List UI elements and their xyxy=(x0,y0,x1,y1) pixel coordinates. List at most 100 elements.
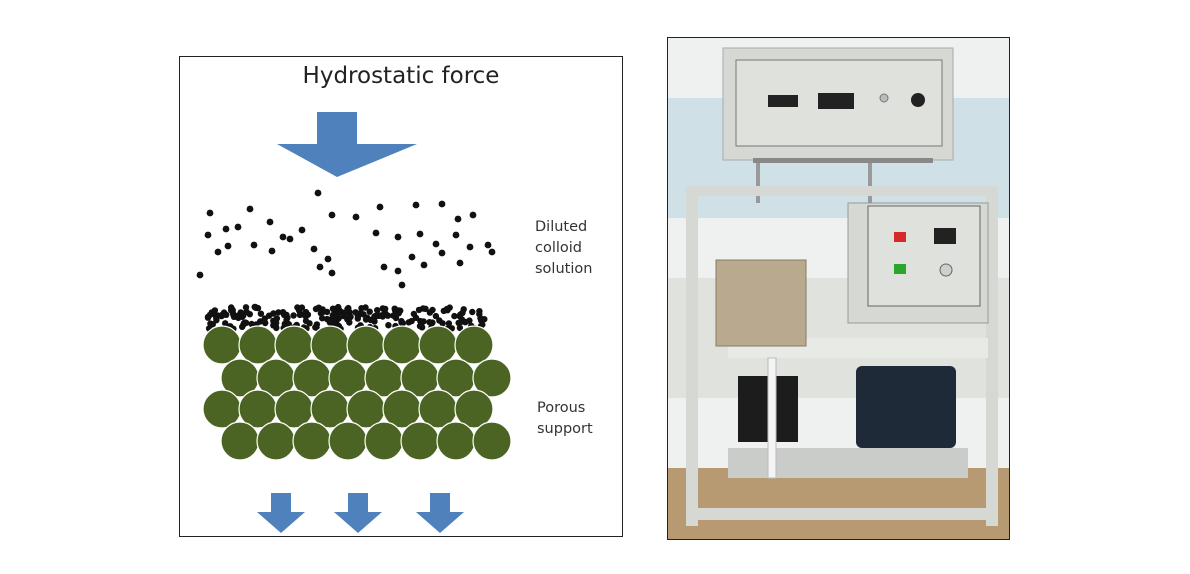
colloid-particle xyxy=(412,201,420,209)
cake-particle xyxy=(248,320,255,328)
support-grain xyxy=(220,421,260,461)
support-label-line-1: Porous xyxy=(537,400,586,416)
colloid-particle xyxy=(372,229,380,237)
cake-particle xyxy=(335,303,342,311)
support-grain xyxy=(202,325,242,365)
indicator-lamp-icon xyxy=(894,264,906,274)
apparatus-photo xyxy=(667,37,1010,540)
colloid-particle xyxy=(310,245,318,253)
porous-support xyxy=(202,325,512,461)
cake-particle xyxy=(479,321,486,328)
colloid-particle xyxy=(398,281,406,289)
colloid-particle xyxy=(376,203,384,211)
cake-particle xyxy=(283,311,290,318)
support-grain xyxy=(472,358,512,398)
cake-particle xyxy=(208,309,215,316)
colloid-particle xyxy=(314,189,322,197)
cake-particle xyxy=(398,319,405,326)
colloid-particle xyxy=(452,231,460,239)
colloid-label-line-3: solution xyxy=(535,261,593,277)
cake-particle xyxy=(222,320,229,327)
colloid-particle xyxy=(279,233,287,241)
cake-particle xyxy=(290,312,297,319)
cake-particle xyxy=(367,316,374,324)
control-knob-icon xyxy=(911,93,925,107)
colloid-particle xyxy=(456,259,464,267)
colloid-particle xyxy=(438,200,446,208)
support-grain xyxy=(454,389,494,429)
side-control-panel xyxy=(867,205,981,307)
cake-particle xyxy=(317,310,325,317)
cake-particle xyxy=(204,313,212,321)
cake-particle xyxy=(451,312,458,320)
diagram-canvas xyxy=(196,112,512,533)
cake-particle xyxy=(319,315,326,322)
colloid-particle xyxy=(438,249,446,257)
cake-particle xyxy=(209,321,216,328)
cake-particle xyxy=(358,305,365,312)
colloid-particle xyxy=(454,215,462,223)
colloid-particle xyxy=(268,247,276,255)
cake-particle xyxy=(273,324,280,332)
colloid-particle xyxy=(394,233,402,241)
cake-particle xyxy=(443,305,450,313)
cake-particle xyxy=(422,305,429,312)
cake-particle xyxy=(354,315,361,322)
cake-particle xyxy=(220,309,228,316)
cake-particle xyxy=(323,308,331,316)
apparatus-photo-canvas xyxy=(668,38,1009,539)
colloid-particle xyxy=(469,211,477,219)
cake-particle xyxy=(270,310,277,317)
digital-display-icon xyxy=(768,95,798,107)
base-plate xyxy=(728,448,968,478)
cake-particle xyxy=(469,308,476,316)
cake-particle xyxy=(426,309,434,316)
colloid-particle xyxy=(484,241,492,249)
colloid-particle xyxy=(266,218,274,226)
cake-particle xyxy=(299,311,306,318)
cake-particle xyxy=(366,308,373,315)
cake-particle xyxy=(228,307,235,314)
colloid-particle xyxy=(286,235,294,243)
digital-display-icon xyxy=(818,93,854,109)
permeate-arrow xyxy=(416,493,464,533)
hydrostatic-force-arrow xyxy=(277,112,417,177)
colloid-particle xyxy=(214,248,222,256)
cake-particle xyxy=(313,321,321,328)
colloid-particle xyxy=(432,240,440,248)
cake-particle xyxy=(242,304,250,311)
colloid-particle xyxy=(196,271,204,279)
support-grain xyxy=(328,421,368,461)
hose xyxy=(767,357,777,479)
cake-particle xyxy=(385,322,392,329)
colloid-label-line-1: Diluted xyxy=(535,219,588,235)
diagram-title: Hydrostatic force xyxy=(302,63,500,89)
pipe xyxy=(756,163,760,203)
support-grain xyxy=(418,325,458,365)
cake-particle xyxy=(275,309,282,316)
digital-display-icon xyxy=(934,228,956,244)
colloid-particle xyxy=(488,248,496,256)
cake-particle xyxy=(312,305,320,313)
schematic-diagram: Hydrostatic force Diluted colloid soluti… xyxy=(179,56,623,537)
colloid-particle xyxy=(234,223,242,231)
cake-particle xyxy=(390,312,397,319)
cake-particle xyxy=(242,319,249,326)
cake-particle xyxy=(273,319,280,327)
support-label: Porous support xyxy=(537,398,593,440)
cake-particle xyxy=(335,315,342,322)
cake-particle xyxy=(408,317,415,325)
cake-particle xyxy=(344,305,351,313)
support-grain xyxy=(454,325,494,365)
cake-particle xyxy=(262,319,269,327)
cake-particle xyxy=(362,316,370,323)
floor xyxy=(668,468,1009,539)
cake-particle xyxy=(456,324,464,332)
cake-particle xyxy=(460,306,467,313)
support-grain xyxy=(400,421,440,461)
support-grain xyxy=(292,421,332,461)
support-label-line-2: support xyxy=(537,421,593,437)
support-grain xyxy=(274,325,314,365)
indicator-lamp-icon xyxy=(894,232,906,242)
cake-particle xyxy=(384,312,392,319)
